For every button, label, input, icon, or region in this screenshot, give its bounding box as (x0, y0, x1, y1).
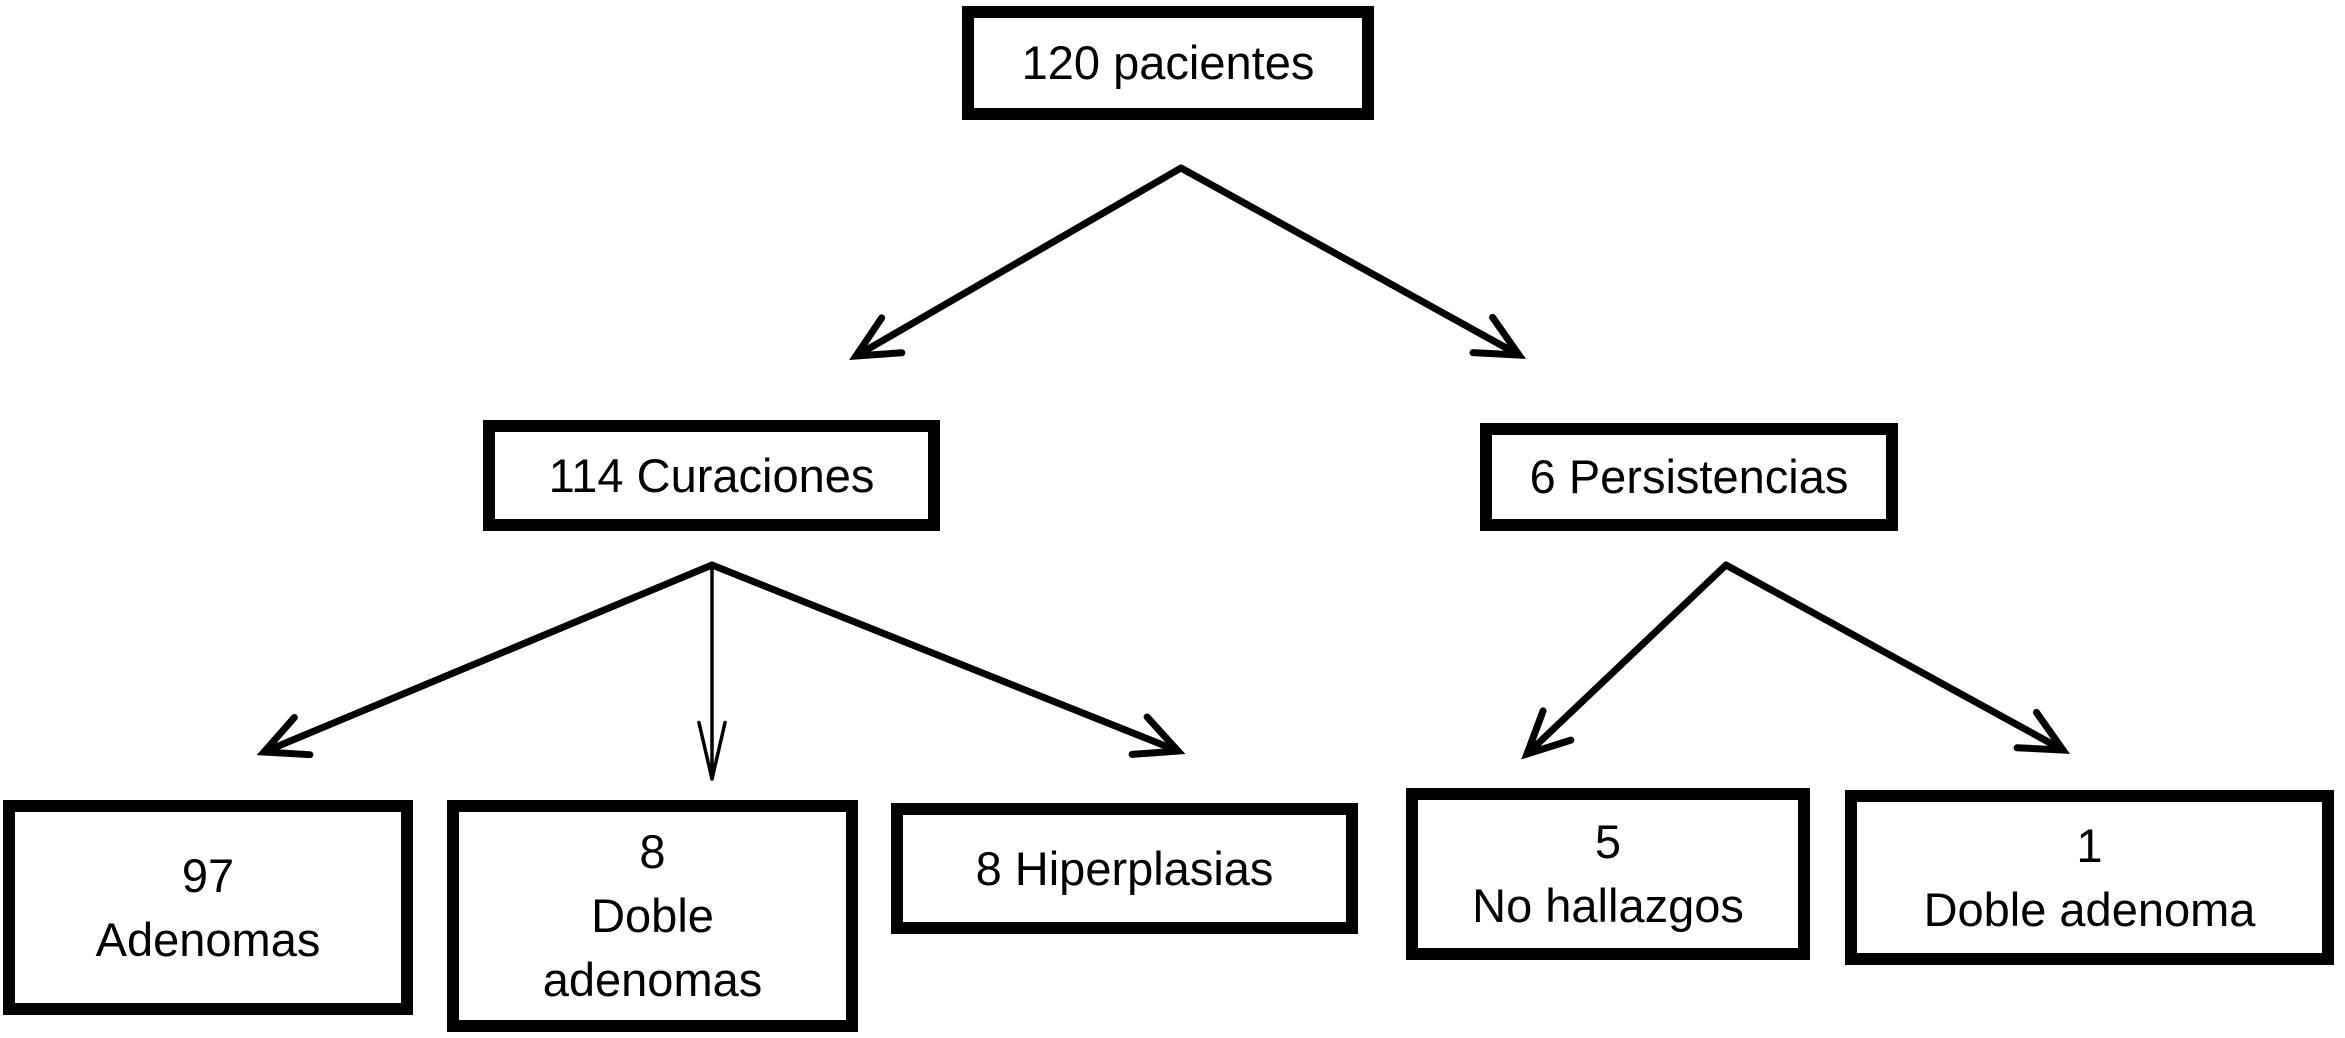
edge-patients-persistencias (1177, 164, 1526, 359)
edge-line (1722, 561, 2067, 754)
edge-persistencias-no_hallazgos (1521, 561, 1730, 760)
edge-line (260, 561, 716, 756)
node-adenomas-label: Adenomas (95, 912, 321, 966)
node-hiperplasias-label: 8 Hiperplasias (975, 841, 1274, 895)
node-doble-adenomas-label-2: adenomas (542, 953, 763, 1006)
arrowhead-icon (1128, 713, 1186, 758)
edge-curaciones-doble_adenomas (697, 563, 727, 781)
node-adenomas: 97 Adenomas (3, 800, 413, 1015)
node-hiperplasias: 8 Hiperplasias (891, 803, 1358, 934)
node-patients-label: 120 pacientes (1021, 36, 1315, 89)
edge-curaciones-adenomas (256, 561, 716, 759)
node-doble-adenoma-label: Doble adenoma (1923, 882, 2256, 936)
arrowhead-icon (697, 720, 727, 780)
node-doble-adenoma: 1 Doble adenoma (1845, 790, 2334, 965)
arrowhead-icon (2013, 708, 2070, 754)
node-curaciones-label: 114 Curaciones (548, 448, 875, 502)
node-doble-adenomas-label-1: Doble (591, 889, 714, 942)
arrowhead-icon (256, 713, 314, 759)
edge-patients-curaciones (849, 164, 1185, 360)
node-curaciones: 114 Curaciones (483, 420, 940, 531)
edge-line (708, 561, 1182, 755)
arrowhead-icon (1469, 313, 1526, 359)
edge-line (1177, 164, 1523, 359)
arrowhead-icon (1521, 707, 1575, 760)
node-no-hallazgos: 5 No hallazgos (1406, 788, 1810, 960)
node-doble-adenoma-count: 1 (2076, 818, 2103, 872)
arrowhead-icon (849, 314, 906, 360)
node-persistencias: 6 Persistencias (1480, 423, 1898, 531)
node-patients: 120 pacientes (962, 6, 1374, 120)
edge-line (1523, 561, 1730, 758)
node-adenomas-count: 97 (181, 848, 235, 902)
node-doble-adenomas-count: 8 (639, 825, 666, 878)
edge-persistencias-doble_adenoma (1722, 561, 2070, 754)
edge-curaciones-hiperplasias (708, 561, 1186, 758)
node-persistencias-label: 6 Persistencias (1529, 450, 1849, 503)
edge-line (852, 164, 1185, 360)
node-doble-adenomas: 8 Doble adenomas (447, 800, 858, 1032)
node-no-hallazgos-count: 5 (1594, 815, 1622, 868)
node-no-hallazgos-label: No hallazgos (1472, 879, 1744, 932)
